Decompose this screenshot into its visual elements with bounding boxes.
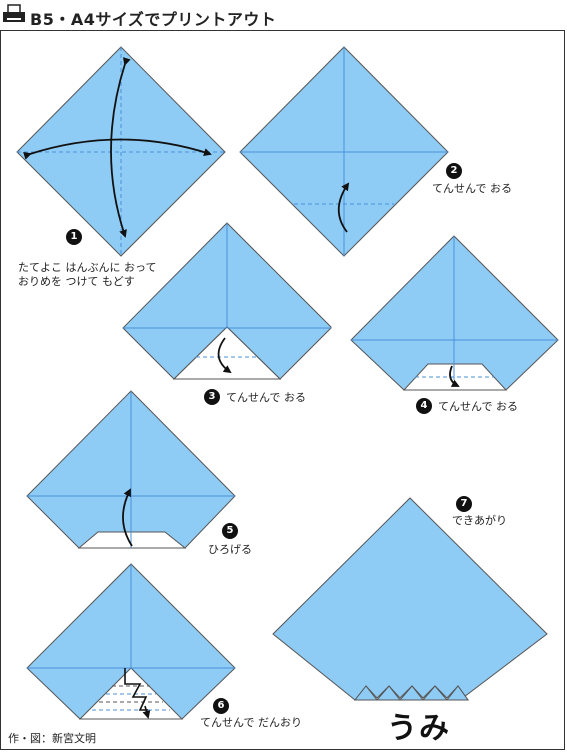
step7-number: 7 [456, 496, 472, 512]
result-title: うみ [387, 711, 451, 746]
step6-paper [26, 563, 236, 720]
diagram-frame [0, 30, 565, 750]
printer-icon [3, 4, 25, 22]
step2-paper [239, 46, 449, 257]
step4-paper [350, 235, 559, 391]
step1-paper [16, 46, 226, 257]
step7-text: できあがり [452, 514, 507, 527]
step3-text: てんせんで おる [226, 391, 306, 404]
step6-text: てんせんで だんおり [200, 716, 302, 729]
step1-text-line1: たてよこ はんぶんに おって [18, 261, 157, 274]
step3-paper [122, 222, 332, 380]
step2-number: 2 [446, 163, 462, 179]
step5-paper [26, 390, 236, 549]
step6-number: 6 [213, 698, 229, 714]
page-header: B5・A4サイズでプリントアウト [0, 0, 567, 30]
step3-number: 3 [204, 389, 220, 405]
step2-text: てんせんで おる [432, 182, 512, 195]
step5-text: ひろげる [208, 543, 252, 556]
step1-number: 1 [66, 229, 82, 245]
step5-number: 5 [222, 523, 238, 539]
step1-text-line2: おりめを つけて もどす [18, 275, 135, 288]
step4-text: てんせんで おる [438, 400, 518, 413]
step4-number: 4 [416, 398, 432, 414]
step7-paper [272, 497, 548, 701]
page-title: B5・A4サイズでプリントアウト [30, 10, 277, 29]
credit-text: 作・図：新宮文明 [8, 732, 96, 745]
